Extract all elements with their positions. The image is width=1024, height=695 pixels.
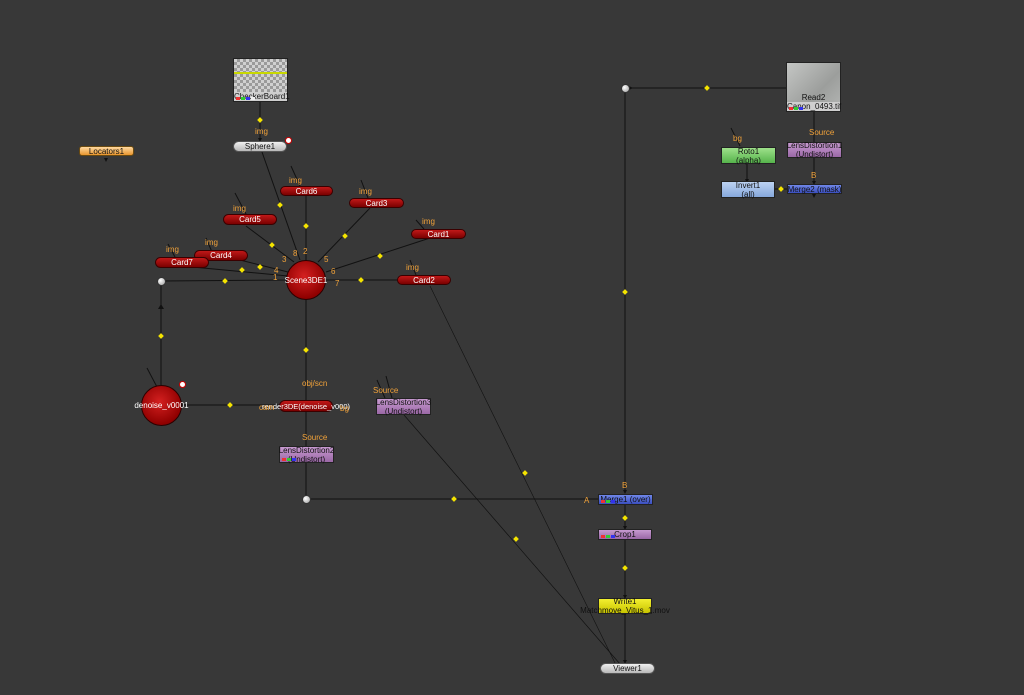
node-lensdistortion1-mode: (Undistort) [795,150,834,159]
node-card7-label: Card7 [171,258,193,267]
input-label-img-card7: img [166,245,179,254]
input-label-1: 1 [273,273,278,282]
input-label-objscn: obj/scn [302,379,328,388]
input-label-8: 8 [293,249,298,258]
node-locators[interactable]: Locators1 [79,146,134,156]
channel-chips [282,458,296,461]
input-label-img-card6: img [289,176,302,185]
node-sphere-label: Sphere1 [244,142,276,151]
input-label-source-ld3: Source [373,386,399,395]
node-lensdistortion1[interactable]: LensDistortion1 (Undistort) [786,141,843,159]
channel-chips [236,97,255,100]
node-invert1[interactable]: Invert1 (all) [721,180,775,199]
node-crop1[interactable]: Crop1 [598,529,652,540]
node-card2[interactable]: Card2 [397,275,451,285]
input-label-3: 3 [282,255,287,264]
node-sphere[interactable]: Sphere1 [233,141,287,152]
node-read2-name: Read2 [801,93,826,102]
input-label-img-card4: img [205,238,218,247]
node-checkerboard-label: CheckerBoard1 [234,92,290,101]
input-label-source-ld2: Source [302,433,328,442]
node-roto1-name: Roto1 [737,146,760,156]
dot-bottom[interactable] [302,495,311,504]
input-label-img-card5: img [233,204,246,213]
node-read2-file: Canon_0493.tif [787,102,842,111]
node-lensdistortion2-mode: (Undistort) [287,454,326,464]
node-roto1[interactable]: Roto1 (alpha) [721,146,776,165]
input-label-6: 6 [331,267,336,276]
node-card7[interactable]: Card7 [155,257,209,268]
node-lensdistortion3-name: LensDistortion3 [375,397,432,407]
node-card3[interactable]: Card3 [349,198,404,208]
input-label-cam: cam [259,403,275,412]
node-crop1-label: Crop1 [614,530,636,539]
node-viewer1-label: Viewer1 [613,664,642,673]
dot-top[interactable] [621,84,630,93]
input-label-2: 2 [303,247,308,256]
node-card1[interactable]: Card1 [411,229,466,239]
node-lensdistortion3-mode: (Undistort) [384,406,423,416]
node-render3de[interactable]: render3DE(denoise_v000) [262,400,350,412]
node-denoise[interactable]: denoise_v0001 [134,385,189,426]
node-merge2-label: Merge2 (mask) [787,184,842,194]
node-write1[interactable]: Write1 Matchmove_Vitus_1.mov [580,597,670,615]
input-label-bg-roto: bg [733,134,742,143]
node-write1-name: Write1 [613,597,637,606]
node-merge1-label: Merge1 (over) [600,495,651,504]
node-read2[interactable]: Read2 Canon_0493.tif [786,62,841,112]
node-card1-label: Card1 [427,229,450,239]
input-label-5: 5 [324,255,329,264]
input-label-b-merge2: B [811,171,817,180]
node-render3de-label: render3DE(denoise_v000) [262,401,350,411]
input-label-source-ld1: Source [809,128,835,137]
node-invert1-name: Invert1 [735,180,761,190]
node-lensdistortion2[interactable]: LensDistortion2 (Undistort) [278,445,335,464]
node-card6[interactable]: Card6 [280,186,333,196]
node-scene3de[interactable]: Scene3DE1 [284,260,328,300]
input-label-img-sphere: img [255,127,268,136]
input-label-img-card2: img [406,263,419,272]
node-roto1-mode: (alpha) [736,155,761,165]
node-card4[interactable]: Card4 [194,250,248,261]
node-locators-label: Locators1 [88,146,125,156]
node-card6-label: Card6 [295,186,318,196]
channel-chips [601,500,615,503]
channel-chips [789,107,803,110]
node-checkerboard[interactable]: CheckerBoard1 [233,58,290,102]
node-card5[interactable]: Card5 [223,214,277,225]
sphere-indicator-icon [285,137,292,144]
node-lensdistortion2-name: LensDistortion2 [278,445,335,455]
node-lensdistortion1-name: LensDistortion1 [786,141,843,150]
denoise-indicator-icon [179,381,186,388]
node-denoise-label: denoise_v0001 [134,401,189,410]
input-label-img-card1: img [422,217,435,226]
input-label-4: 4 [274,266,279,275]
node-scene3de-label: Scene3DE1 [284,275,328,285]
node-write1-file: Matchmove_Vitus_1.mov [580,606,670,615]
node-merge2[interactable]: Merge2 (mask) [787,184,842,194]
input-label-img-card3: img [359,187,372,196]
node-card2-label: Card2 [413,275,435,285]
node-card3-label: Card3 [365,198,388,208]
input-label-7: 7 [335,279,340,288]
input-label-bg-render: bg [340,404,349,413]
input-label-b-merge1: B [622,481,628,490]
node-viewer1[interactable]: Viewer1 [600,663,655,674]
node-lensdistortion3[interactable]: LensDistortion3 (Undistort) [375,397,432,416]
node-card5-label: Card5 [239,215,261,224]
channel-chips [601,535,615,538]
dot-left[interactable] [157,277,166,286]
input-label-a-merge1: A [584,496,590,505]
node-merge1[interactable]: Merge1 (over) [598,494,653,505]
node-invert1-mode: (all) [741,189,755,199]
node-card4-label: Card4 [210,251,232,260]
